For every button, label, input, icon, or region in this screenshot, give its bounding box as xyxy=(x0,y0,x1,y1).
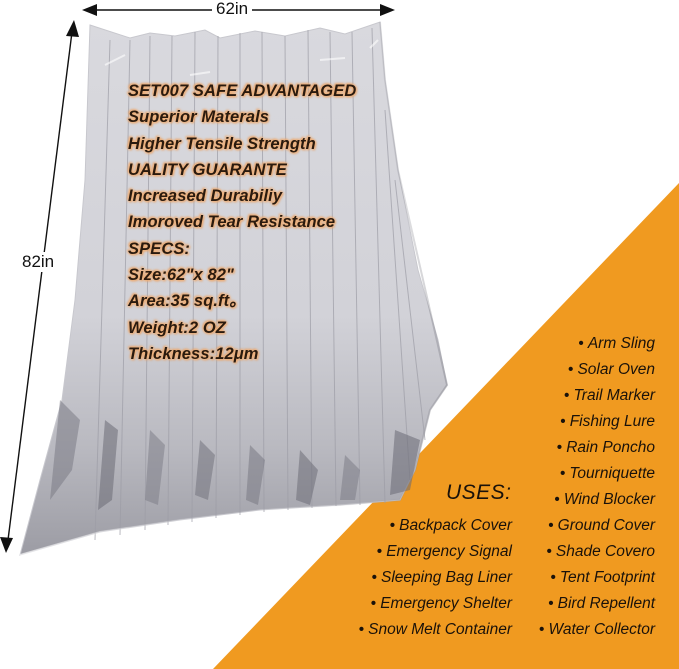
use-item: •Fishing Lure xyxy=(560,413,655,430)
feature-item: Increased Durabiliy xyxy=(128,187,283,206)
bullet-icon: • xyxy=(539,621,545,638)
use-item: •Water Collector xyxy=(539,621,655,638)
use-item: •Arm Sling xyxy=(578,335,655,352)
uses-list-left: •Backpack Cover •Emergency Signal •Sleep… xyxy=(359,513,512,643)
specs-heading: SPECS: xyxy=(128,239,191,258)
use-item: •Shade Covero xyxy=(546,543,655,560)
bullet-icon: • xyxy=(554,491,560,508)
bullet-icon: • xyxy=(568,361,574,378)
feature-item: UALITY GUARANTE xyxy=(128,160,287,179)
bullet-icon: • xyxy=(358,621,365,638)
use-item: •Emergency Signal xyxy=(376,543,512,560)
height-dimension-label: 82in xyxy=(18,252,59,272)
spec-thickness: Thickness:12μm xyxy=(128,344,259,363)
feature-item: Superior Materals xyxy=(128,108,270,127)
bullet-icon: • xyxy=(370,595,377,612)
use-item: •Emergency Shelter xyxy=(370,595,512,612)
bullet-icon: • xyxy=(376,543,383,560)
bullet-icon: • xyxy=(548,595,554,612)
height-arrow xyxy=(0,20,79,553)
use-item: •Trail Marker xyxy=(564,387,655,404)
bullet-icon: • xyxy=(556,439,563,456)
use-item: •Tent Footprint xyxy=(550,569,655,586)
bullet-icon: • xyxy=(546,543,552,560)
use-item: •Bird Repellent xyxy=(548,595,655,612)
use-item: •Rain Poncho xyxy=(556,439,655,456)
bullet-icon: • xyxy=(564,387,570,404)
features-list: SET007 SAFE ADVANTAGED Superior Materals… xyxy=(128,78,356,367)
bullet-icon: • xyxy=(560,413,566,430)
bullet-icon: • xyxy=(550,569,556,586)
feature-item: Imoroved Tear Resistance xyxy=(128,213,336,232)
uses-list-right: •Arm Sling •Solar Oven •Trail Marker •Fi… xyxy=(539,331,655,643)
use-item: •Sleeping Bag Liner xyxy=(371,569,512,586)
spec-area: Area:35 sq.ft。 xyxy=(128,292,246,311)
spec-size: Size:62"x 82" xyxy=(128,266,234,285)
use-item: •Backpack Cover xyxy=(389,517,512,534)
bullet-icon: • xyxy=(389,517,396,534)
use-item: •Snow Melt Container xyxy=(358,621,512,638)
bullet-icon: • xyxy=(578,335,584,352)
use-item: •Wind Blocker xyxy=(554,491,655,508)
use-item: •Tourniquette xyxy=(559,465,655,482)
feature-item: Higher Tensile Strength xyxy=(128,134,316,153)
uses-heading: USES: xyxy=(446,481,512,504)
width-dimension-label: 62in xyxy=(212,0,253,19)
bullet-icon: • xyxy=(559,465,566,482)
bullet-icon: • xyxy=(371,569,377,586)
use-item: •Ground Cover xyxy=(548,517,655,534)
feature-headline: SET007 SAFE ADVANTAGED xyxy=(128,82,357,100)
bullet-icon: • xyxy=(548,517,554,534)
use-item: •Solar Oven xyxy=(568,361,655,378)
spec-weight: Weight:2 OZ xyxy=(128,318,226,337)
